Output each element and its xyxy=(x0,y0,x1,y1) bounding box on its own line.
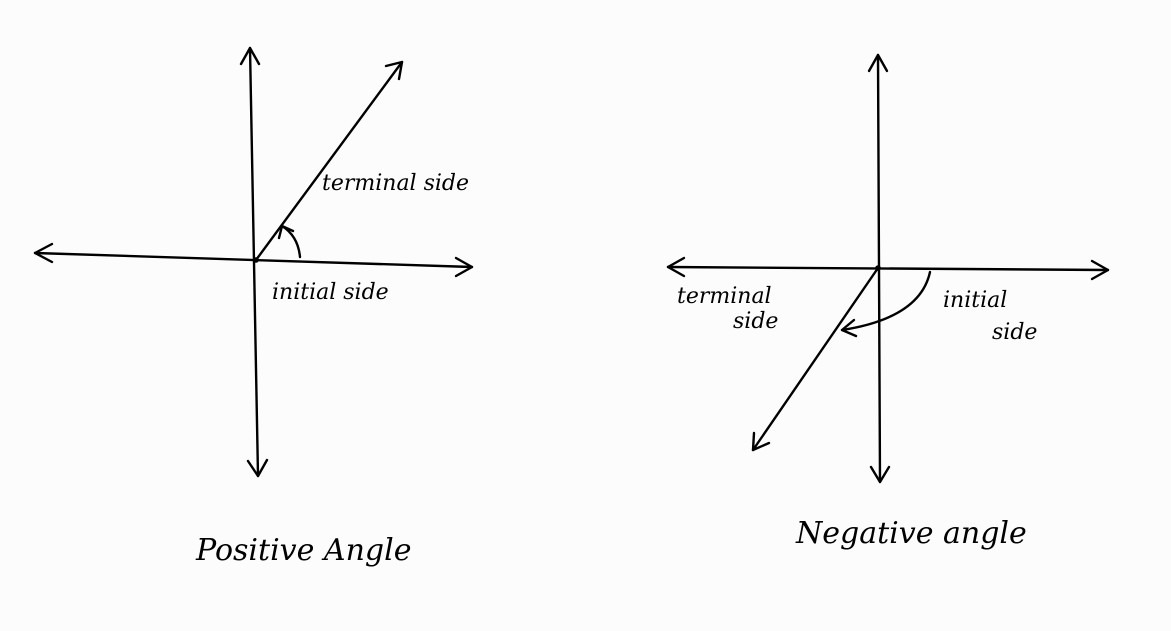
negative-terminal-ray xyxy=(751,266,880,452)
negative-terminal-label-line1: terminal xyxy=(677,284,772,309)
negative-caption: Negative angle xyxy=(795,516,1027,551)
positive-angle-arc xyxy=(277,224,302,259)
positive-terminal-ray xyxy=(254,60,404,262)
positive-initial-label: initial side xyxy=(272,280,389,305)
positive-y-axis xyxy=(239,46,269,478)
positive-caption: Positive Angle xyxy=(195,533,411,568)
positive-origin-dot xyxy=(253,257,259,263)
negative-origin-dot xyxy=(875,265,881,271)
negative-angle-arc xyxy=(840,270,932,338)
positive-terminal-label: terminal side xyxy=(322,171,469,196)
negative-terminal-label-line2: side xyxy=(733,309,778,334)
negative-angle-diagram: terminal side initial side Negative angl… xyxy=(666,53,1110,551)
negative-x-axis xyxy=(666,256,1110,281)
negative-initial-label-line1: initial xyxy=(943,288,1007,313)
positive-angle-diagram: terminal side initial side Positive Angl… xyxy=(33,46,474,568)
negative-initial-label-line2: side xyxy=(992,320,1037,345)
